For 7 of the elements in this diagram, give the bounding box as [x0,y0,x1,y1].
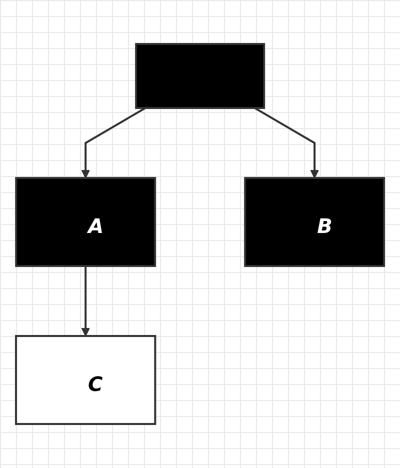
node-box [135,43,266,109]
node-box: C [14,335,156,425]
node-box: A [15,177,156,267]
arrow [81,266,90,336]
arrow [81,107,146,178]
arrow [254,107,319,178]
node-box: B [244,177,386,267]
